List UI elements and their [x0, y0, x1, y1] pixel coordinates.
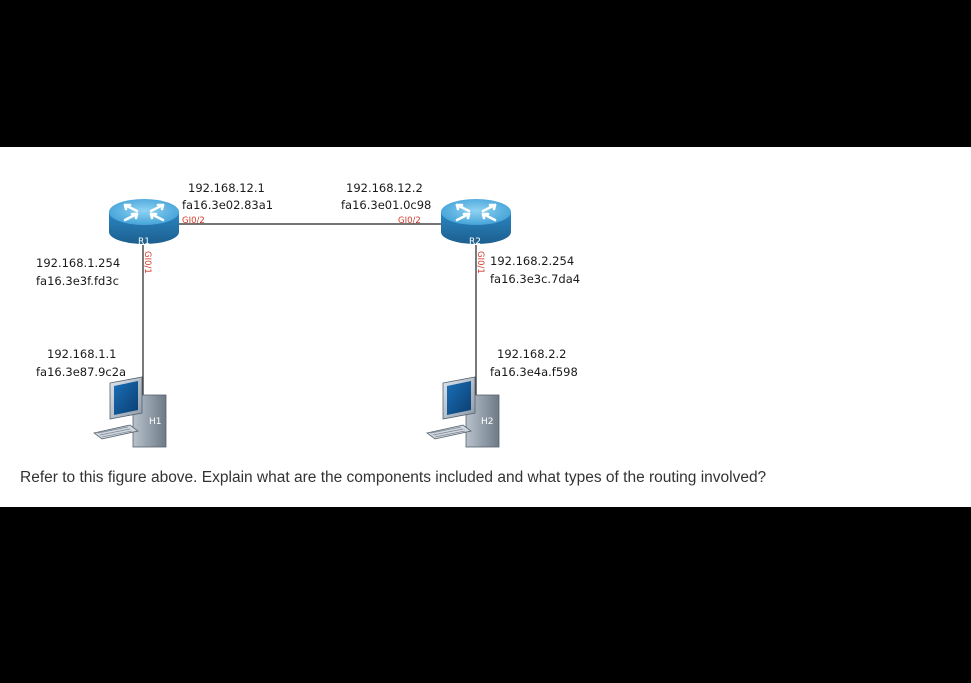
r2-wan-ip: 192.168.12.2	[346, 181, 423, 195]
r1-wan-port: GI0/2	[182, 216, 205, 226]
h2-ip: 192.168.2.2	[497, 347, 567, 361]
r2-lan-mac: fa16.3e3c.7da4	[490, 272, 581, 286]
host-h2-icon	[426, 376, 500, 448]
r1-wan-ip: 192.168.12.1	[188, 181, 265, 195]
r2-wan-port: GI0/2	[398, 216, 421, 226]
h1-ip: 192.168.1.1	[47, 347, 117, 361]
r1-lan-ip: 192.168.1.254	[36, 256, 121, 270]
h2-mac: fa16.3e4a.f598	[490, 365, 578, 379]
question-text: Refer to this figure above. Explain what…	[20, 469, 767, 486]
h1-mac: fa16.3e87.9c2a	[36, 365, 127, 379]
router-r2-name: R2	[469, 237, 481, 247]
r1-lan-mac: fa16.3e3f.fd3c	[36, 274, 119, 288]
router-r1-icon	[109, 199, 179, 244]
host-h1-name: H1	[149, 417, 162, 427]
diagram-panel: R1 R2 H1 H2 192.168.12.1 fa16.3e02.83a1 …	[0, 147, 971, 507]
r1-lan-port: GI0/1	[142, 251, 152, 274]
router-r1-name: R1	[138, 237, 150, 247]
r2-lan-port: GI0/1	[475, 251, 485, 274]
network-diagram: R1 R2 H1 H2	[93, 199, 511, 448]
router-r2-icon	[441, 199, 511, 244]
host-h2-name: H2	[481, 417, 494, 427]
r2-wan-mac: fa16.3e01.0c98	[341, 198, 432, 212]
r2-lan-ip: 192.168.2.254	[490, 254, 575, 268]
r1-wan-mac: fa16.3e02.83a1	[182, 198, 274, 212]
host-h1-icon	[93, 376, 167, 448]
